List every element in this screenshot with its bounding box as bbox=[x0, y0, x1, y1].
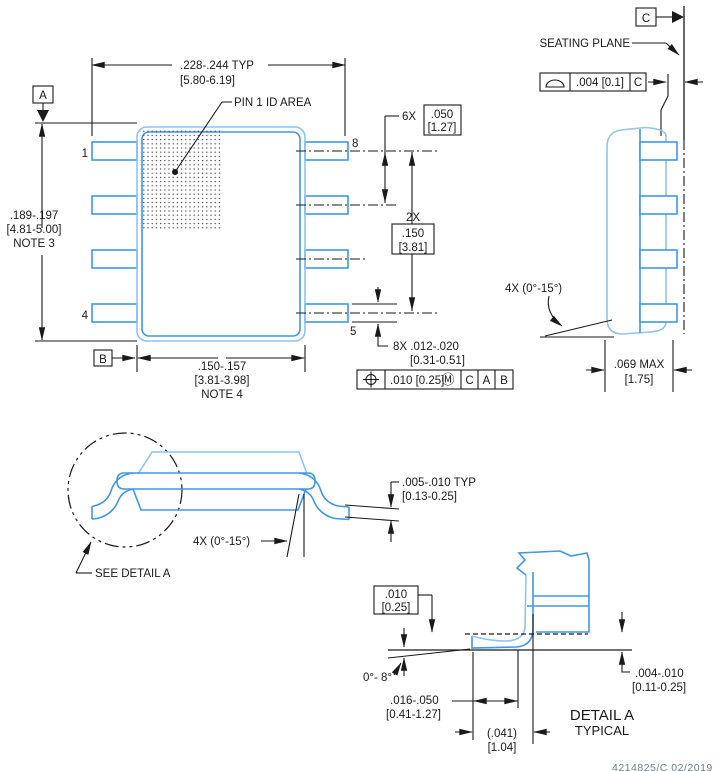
datum-b: B bbox=[93, 349, 136, 367]
dim-standoff-detail: .004-.010 [0.11-0.25] bbox=[618, 612, 686, 694]
dim-height-mm: [1.75] bbox=[625, 374, 654, 386]
pin1-id-label: PIN 1 ID AREA bbox=[234, 97, 312, 109]
dim-body-note: NOTE 4 bbox=[201, 389, 243, 401]
dim-gauge-in: .010 bbox=[385, 589, 407, 601]
dim-height-in: .069 MAX bbox=[614, 359, 665, 371]
dim-overall-mm: [5.80-6.19] bbox=[180, 75, 235, 87]
dim-lead-mm: [0.31-0.51] bbox=[410, 355, 465, 367]
dim-foot-mm: [0.41-1.27] bbox=[386, 709, 441, 721]
right-pins bbox=[304, 141, 349, 323]
datum-a-label: A bbox=[39, 90, 47, 102]
dim-pitch: 6X .050 [1.27] bbox=[381, 104, 462, 203]
fcf-position-datum1: C bbox=[465, 375, 473, 387]
seating-plane-callout: SEATING PLANE bbox=[539, 38, 680, 56]
dim-lead-width: 8X .012-.020 [0.31-0.51] bbox=[352, 287, 465, 367]
dim-body-width: .150-.157 [3.81-3.98] NOTE 4 bbox=[136, 345, 306, 401]
dim-span-mm: [3.81] bbox=[399, 242, 428, 254]
side-view: C SEATING PLANE .004 [0.1] C bbox=[505, 6, 703, 392]
see-detail-callout: SEE DETAIL A bbox=[75, 541, 171, 580]
front-body-band bbox=[116, 472, 316, 490]
dim-ref-041: (.041) [1.04] bbox=[455, 614, 550, 754]
detail-a-title: DETAIL A bbox=[570, 707, 634, 724]
pin-1-number: 1 bbox=[82, 148, 88, 160]
dim-body-mm: [3.81-3.98] bbox=[195, 375, 250, 387]
dim-span-in: .150 bbox=[402, 228, 424, 240]
dim-standoff-front-mm: [0.13-0.25] bbox=[402, 491, 457, 503]
dim-standoff-detail-mm: [0.11-0.25] bbox=[632, 682, 686, 694]
fcf-position-modifier: Ⓜ bbox=[441, 372, 454, 387]
detail-circle bbox=[67, 432, 183, 548]
datum-c: C bbox=[635, 7, 684, 27]
dim-foot-length: .016-.050 [0.41-1.27] bbox=[386, 650, 519, 740]
front-view: SEE DETAIL A 4X (0°-15°) .005-.010 TYP [… bbox=[67, 432, 476, 580]
dim-length-note: NOTE 3 bbox=[13, 238, 55, 250]
dim-span: 2X .150 [3.81] bbox=[391, 152, 435, 311]
pin-5-number: 5 bbox=[350, 326, 356, 338]
front-right-lead bbox=[298, 472, 350, 521]
detail-a-view: .010 [0.25] 0°- 8° .004-.010 [0.11-0.25] bbox=[363, 550, 686, 754]
fcf-profile-tol: .004 [0.1] bbox=[576, 77, 624, 89]
dim-standoff-front-in: .005-.010 TYP bbox=[402, 477, 476, 489]
detail-lead bbox=[471, 550, 590, 649]
dim-pitch-qty: 6X bbox=[402, 111, 416, 123]
fcf-position-tol: .010 [0.25] bbox=[390, 375, 444, 387]
dim-span-qty: 2X bbox=[406, 212, 420, 224]
left-pins bbox=[91, 141, 138, 323]
dim-overall-in: .228-.244 TYP bbox=[180, 60, 254, 72]
dim-lead-tip-angle: 0°- 8° bbox=[363, 628, 408, 684]
detail-body-break bbox=[515, 550, 590, 633]
position-icon bbox=[363, 371, 379, 388]
dim-standoff-detail-in: .004-.010 bbox=[635, 668, 684, 680]
dim-gauge-mm: [0.25] bbox=[382, 602, 411, 614]
front-left-lead bbox=[91, 472, 134, 520]
profile-surface-icon bbox=[545, 79, 565, 88]
fcf-position-datum3: B bbox=[500, 375, 508, 387]
dim-angle-label: 0°- 8° bbox=[363, 672, 392, 684]
front-lead-angle: 4X (0°-15°) bbox=[193, 493, 305, 558]
pin1-id-area bbox=[140, 130, 221, 231]
pin-4-number: 4 bbox=[82, 310, 89, 322]
side-lead-angle-label: 4X (0°-15°) bbox=[505, 283, 562, 295]
dim-body-in: .150-.157 bbox=[198, 361, 247, 373]
fcf-position: .010 [0.25] Ⓜ C A B bbox=[356, 369, 514, 390]
front-lead-angle-label: 4X (0°-15°) bbox=[193, 536, 250, 548]
see-detail-label: SEE DETAIL A bbox=[95, 568, 171, 580]
dim-body-length: .189-.197 [4.81-5.00] NOTE 3 bbox=[7, 122, 137, 342]
side-leads bbox=[639, 141, 678, 323]
pin-8-number: 8 bbox=[352, 138, 358, 150]
datum-c-label: C bbox=[642, 13, 650, 25]
top-view: .228-.244 TYP [5.80-6.19] PIN 1 ID AREA … bbox=[7, 58, 514, 401]
dim-lead-in: 8X .012-.020 bbox=[393, 341, 459, 353]
datum-b-label: B bbox=[99, 354, 107, 366]
dim-foot-in: .016-.050 bbox=[390, 695, 439, 707]
fcf-profile-datum: C bbox=[634, 77, 642, 89]
dim-gauge: .010 [0.25] bbox=[373, 585, 436, 633]
front-body-bottom bbox=[132, 488, 307, 511]
detail-a-subtitle: TYPICAL bbox=[575, 723, 629, 738]
dim-length-mm: [4.81-5.00] bbox=[7, 224, 62, 236]
pin1-id-callout: PIN 1 ID AREA bbox=[172, 97, 312, 175]
doc-reference: 4214825/C 02/2019 bbox=[612, 762, 713, 771]
fcf-position-datum2: A bbox=[483, 375, 491, 387]
package-body-outer bbox=[136, 126, 306, 342]
dim-ref-in: (.041) bbox=[487, 728, 517, 740]
side-lead-angle: 4X (0°-15°) bbox=[505, 283, 614, 338]
dim-pitch-in: .050 bbox=[431, 109, 453, 121]
dim-length-in: .189-.197 bbox=[10, 210, 59, 222]
front-body-top bbox=[137, 451, 308, 475]
datum-a: A bbox=[32, 85, 54, 122]
seating-plane-label: SEATING PLANE bbox=[539, 38, 630, 50]
dim-standoff-front: .005-.010 TYP [0.13-0.25] bbox=[344, 477, 476, 542]
dim-pitch-mm: [1.27] bbox=[428, 122, 457, 134]
dim-ref-mm: [1.04] bbox=[488, 742, 517, 754]
fcf-profile: .004 [0.1] C bbox=[539, 72, 703, 136]
dim-height: .069 MAX [1.75] bbox=[586, 340, 692, 392]
